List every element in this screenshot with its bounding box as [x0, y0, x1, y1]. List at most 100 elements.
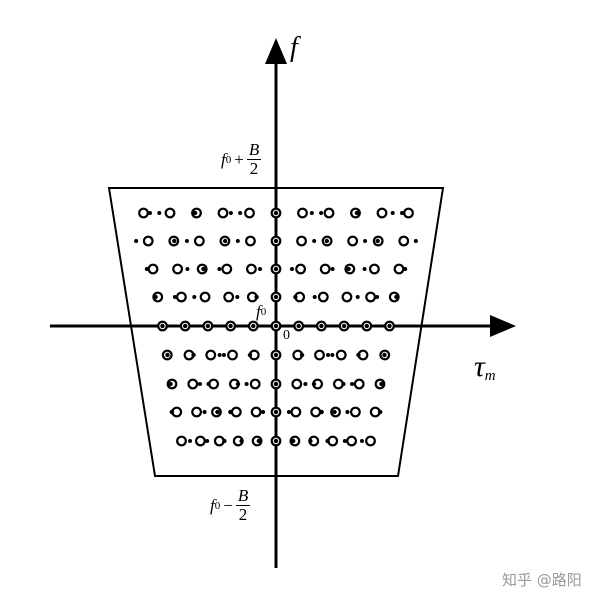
- sample-dot: [312, 295, 317, 299]
- sample-ring: [350, 406, 361, 418]
- sample-dot: [364, 323, 369, 329]
- sample-dot: [303, 382, 308, 386]
- sample-dot: [413, 239, 418, 243]
- sample-ring: [223, 291, 235, 303]
- sample-dot: [324, 238, 330, 244]
- sample-dot: [228, 211, 233, 215]
- f-axis-arrow-icon: [265, 38, 287, 64]
- sample-dot: [319, 211, 324, 215]
- sample-ring: [398, 235, 410, 247]
- bottom-band-den: 2: [238, 505, 248, 524]
- sample-ring: [193, 235, 205, 247]
- sample-dot: [134, 239, 139, 243]
- sample-dot: [341, 381, 346, 387]
- tau-symbol: τ: [474, 350, 485, 383]
- sample-dot: [192, 210, 198, 216]
- sample-dot: [394, 294, 399, 300]
- sample-ring: [295, 263, 307, 275]
- sample-ring: [250, 406, 262, 418]
- sample-dot: [325, 438, 330, 444]
- sample-ring: [290, 406, 302, 418]
- sample-dot: [160, 323, 165, 329]
- sample-dot: [293, 294, 298, 300]
- sample-ring: [194, 435, 206, 447]
- sample-dot: [360, 439, 364, 443]
- sample-ring: [335, 349, 347, 361]
- top-band-num: B: [246, 140, 262, 160]
- sample-dot: [222, 238, 228, 244]
- sample-dot: [326, 353, 331, 357]
- sample-ring: [175, 291, 187, 303]
- sample-dot: [215, 409, 220, 415]
- sample-dot: [378, 409, 383, 415]
- sample-dot: [144, 267, 149, 271]
- sample-dot: [308, 438, 313, 444]
- sample-markers: [134, 207, 418, 447]
- sample-dot: [235, 295, 240, 299]
- sample-dot: [221, 353, 226, 357]
- sample-dot: [379, 381, 384, 387]
- sample-ring: [314, 349, 325, 361]
- sample-dot: [157, 211, 162, 215]
- bottom-band-base: f: [210, 495, 215, 515]
- sample-dot: [350, 382, 354, 386]
- sample-dot: [330, 267, 335, 271]
- f-axis-label: f: [290, 32, 298, 63]
- sample-dot: [239, 438, 244, 444]
- sample-ring: [142, 235, 154, 247]
- sample-dot: [188, 439, 192, 443]
- sample-dot: [235, 381, 241, 387]
- tau-axis-label: τm: [474, 350, 496, 385]
- sample-dot: [273, 294, 279, 300]
- sample-dot: [165, 352, 170, 358]
- sample-dot: [355, 295, 360, 299]
- center-base: f: [256, 302, 261, 321]
- sample-ring: [403, 207, 414, 219]
- origin-label: 0: [283, 328, 290, 343]
- sample-dot: [341, 323, 347, 329]
- sample-dot: [217, 267, 222, 271]
- sample-dot: [273, 210, 279, 216]
- sample-dot: [222, 438, 227, 444]
- sample-ring: [172, 263, 184, 275]
- sample-ring: [230, 406, 242, 418]
- sample-dot: [244, 382, 249, 386]
- sample-dot: [205, 323, 211, 329]
- sample-dot: [206, 381, 211, 387]
- sample-dot: [169, 409, 174, 415]
- sample-ring: [227, 349, 238, 361]
- top-band-den: 2: [249, 159, 259, 178]
- sample-dot: [153, 294, 158, 300]
- sample-ring: [346, 435, 358, 447]
- sample-dot: [261, 410, 266, 414]
- sample-dot: [330, 353, 335, 357]
- sample-dot: [273, 381, 279, 387]
- sample-ring: [353, 378, 365, 390]
- sample-dot: [205, 439, 210, 443]
- sample-ring: [365, 291, 377, 303]
- top-band-base: f: [221, 149, 226, 169]
- sample-dot: [286, 410, 291, 414]
- sample-ring: [319, 263, 331, 275]
- sample-dot: [198, 382, 202, 386]
- sample-dot: [202, 410, 207, 414]
- sample-dot: [191, 352, 196, 358]
- sample-ring: [249, 378, 261, 390]
- sample-ring: [164, 207, 176, 219]
- sample-dot: [148, 211, 152, 215]
- sample-dot: [390, 211, 395, 215]
- center-sub: 0: [260, 306, 267, 318]
- sample-dot: [342, 439, 347, 443]
- sample-dot: [247, 352, 253, 358]
- sample-dot: [185, 267, 190, 271]
- sample-ring: [376, 207, 388, 219]
- sample-dot: [201, 266, 206, 272]
- sample-ring: [310, 406, 322, 418]
- sample-ring: [291, 378, 303, 390]
- sample-dot: [312, 239, 317, 243]
- sample-dot: [217, 353, 222, 357]
